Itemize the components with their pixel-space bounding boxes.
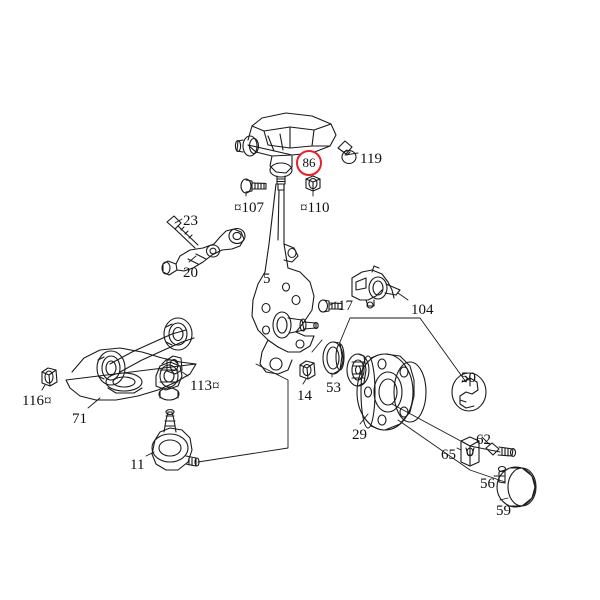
label-59: 59 [496,503,511,519]
label-5: 5 [263,271,271,287]
label-119: 119 [360,151,382,167]
wheel-hub-29 [356,353,427,431]
hub-dust-cap-50 [451,372,487,412]
steering-arm-20 [161,227,246,276]
steering-knuckle-5 [251,183,319,375]
leader-lines [41,152,509,501]
label-23: 23 [183,213,198,229]
dust-cap-59 [496,466,537,508]
bolt-119 [337,140,357,165]
upper-control-arm-86 [234,112,337,191]
label-50: 50 [461,370,476,386]
label-62: 62 [476,432,491,448]
nut-110 [305,175,321,192]
label-11: 11 [130,457,145,473]
label-14: 14 [297,388,312,404]
ball-joint-11 [151,408,200,471]
label-113: 113¤ [190,378,220,394]
label-17: 17 [338,298,353,314]
bolt-23 [166,215,199,249]
label-20: 20 [183,265,198,281]
label-110: ¤110 [300,200,330,216]
label-116: 116¤ [22,393,52,409]
lower-control-arm-71 [65,317,197,401]
bolt-107 [240,178,267,194]
bushing-nut-116 [41,367,58,387]
grease-bolt-62 [485,442,517,458]
bolt-17 [317,299,343,313]
label-29: 29 [352,427,367,443]
highlighted-part-callout-86[interactable]: 86 [296,150,322,176]
lock-nut-14 [299,360,316,380]
label-71: 71 [72,411,87,427]
label-53: 53 [326,380,341,396]
brake-hose-bracket-104 [351,265,401,309]
bushing-nut-113 [166,355,183,375]
label-104: 104 [411,302,434,318]
label-56: 56 [480,476,495,492]
shaft-seal-53 [322,341,345,375]
label-65: 65 [441,447,456,463]
label-107: ¤107 [234,200,264,216]
